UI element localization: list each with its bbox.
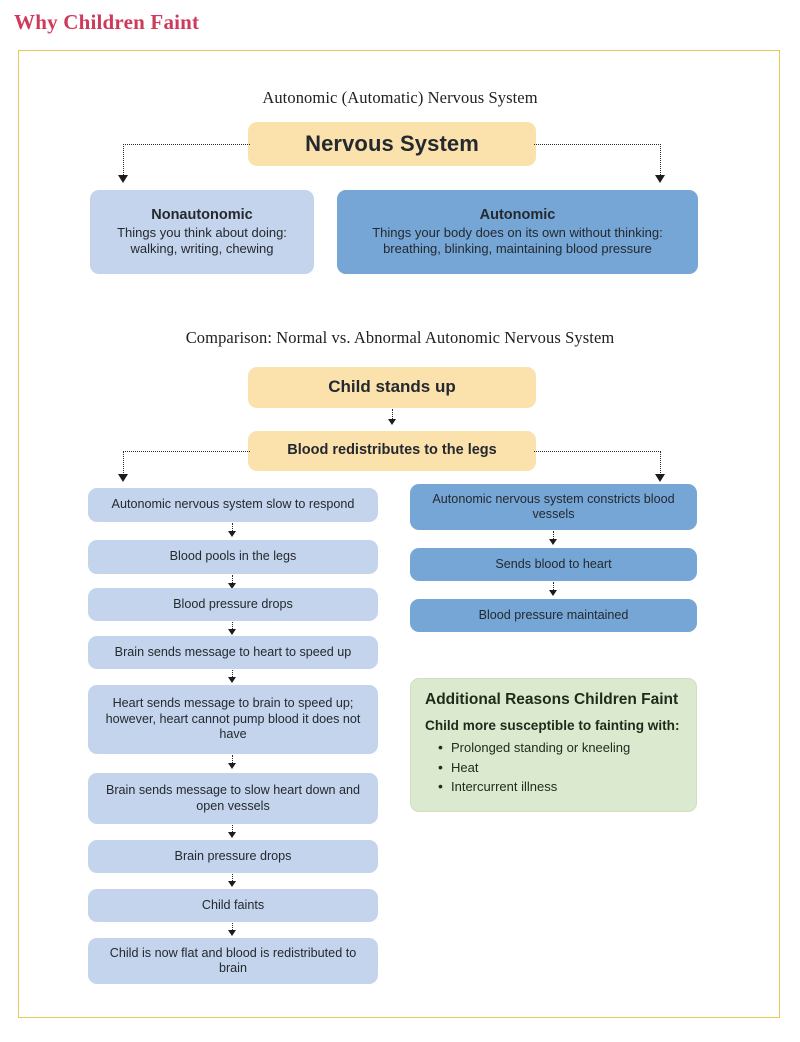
connector-v-left-4 [232, 755, 233, 765]
node-nonautonomic-title: Nonautonomic [151, 206, 253, 223]
connector-v-left-2 [232, 622, 233, 631]
node-nonautonomic-line2: walking, writing, chewing [130, 241, 274, 257]
list-item: Heat [438, 757, 682, 777]
arrowhead-redis-left [117, 474, 128, 482]
flow-left-label-6: Brain pressure drops [174, 848, 292, 863]
arrowhead-left-4 [227, 763, 236, 769]
node-autonomic-title: Autonomic [479, 206, 556, 223]
arrowhead-root-right [654, 175, 665, 183]
connector-v-left-6 [232, 874, 233, 883]
flow-left-label-3: Brain sends message to heart to speed up [114, 644, 352, 659]
flow-left-label-7: Child faints [201, 897, 265, 912]
node-blood-redistributes-label: Blood redistributes to the legs [287, 442, 497, 459]
connector-v-left-7 [232, 923, 233, 932]
connector-h-redis-left [123, 451, 250, 452]
connector-v-left-0 [232, 523, 233, 533]
arrowhead-left-7 [227, 930, 236, 936]
flow-left-label-5: Brain sends message to slow heart down a… [105, 783, 361, 813]
connector-h-root-left [123, 144, 250, 145]
connector-v-root-left [123, 144, 124, 177]
arrowhead-left-6 [227, 881, 236, 887]
flow-left-label-4: Heart sends message to brain to speed up… [105, 696, 361, 742]
flow-left-item-0: Autonomic nervous system slow to respond [88, 488, 378, 522]
flow-right-item-2: Blood pressure maintained [410, 599, 697, 632]
flow-left-item-8: Child is now flat and blood is redistrib… [88, 938, 378, 984]
connector-h-redis-right [534, 451, 661, 452]
connector-v-left-5 [232, 825, 233, 834]
additional-reasons-subtitle: Child more susceptible to fainting with: [425, 718, 680, 733]
connector-v-redis-right [660, 451, 661, 477]
section-heading-comparison: Comparison: Normal vs. Abnormal Autonomi… [185, 328, 615, 347]
connector-v-left-3 [232, 670, 233, 679]
flow-left-item-6: Brain pressure drops [88, 840, 378, 873]
node-nervous-system: Nervous System [248, 122, 536, 166]
connector-v-standsup [392, 409, 393, 421]
connector-v-left-1 [232, 575, 233, 585]
arrowhead-left-2 [227, 629, 236, 635]
arrowhead-left-1 [227, 583, 236, 589]
arrowhead-left-3 [227, 677, 236, 683]
arrowhead-redis-right [654, 474, 665, 482]
flow-left-item-2: Blood pressure drops [88, 588, 378, 621]
flow-left-label-2: Blood pressure drops [173, 596, 293, 611]
page-title: Why Children Faint [14, 10, 200, 34]
flow-right-label-1: Sends blood to heart [495, 556, 612, 571]
arrowhead-standsup [387, 419, 396, 425]
connector-v-redis-left [123, 451, 124, 477]
arrowhead-left-5 [227, 832, 236, 838]
node-autonomic-line2: breathing, blinking, maintaining blood p… [383, 241, 652, 257]
node-child-stands-up-label: Child stands up [328, 377, 456, 397]
node-nervous-system-label: Nervous System [305, 130, 479, 156]
node-child-stands-up: Child stands up [248, 367, 536, 408]
flow-right-item-1: Sends blood to heart [410, 548, 697, 581]
flow-left-label-1: Blood pools in the legs [169, 549, 297, 564]
arrowhead-root-left [117, 175, 128, 183]
connector-v-right-1 [553, 582, 554, 592]
flow-left-item-5: Brain sends message to slow heart down a… [88, 773, 378, 824]
flow-left-label-0: Autonomic nervous system slow to respond [111, 497, 355, 512]
additional-reasons-box: Additional Reasons Children Faint Child … [410, 678, 697, 812]
flow-left-item-3: Brain sends message to heart to speed up [88, 636, 378, 669]
flow-left-item-4: Heart sends message to brain to speed up… [88, 685, 378, 754]
arrowhead-left-0 [227, 531, 236, 537]
list-item: Prolonged standing or kneeling [438, 737, 682, 757]
node-nonautonomic: Nonautonomic Things you think about doin… [90, 190, 314, 274]
connector-v-right-0 [553, 531, 554, 541]
arrowhead-right-0 [548, 539, 557, 545]
flow-right-item-0: Autonomic nervous system constricts bloo… [410, 484, 697, 530]
flow-right-label-2: Blood pressure maintained [478, 607, 629, 622]
flow-left-item-7: Child faints [88, 889, 378, 922]
list-item: Intercurrent illness [438, 776, 682, 796]
connector-h-root-right [534, 144, 661, 145]
node-autonomic-line1: Things your body does on its own without… [372, 225, 663, 241]
section-heading-autonomic: Autonomic (Automatic) Nervous System [262, 88, 538, 107]
flow-left-item-1: Blood pools in the legs [88, 540, 378, 574]
node-blood-redistributes: Blood redistributes to the legs [248, 431, 536, 471]
arrowhead-right-1 [548, 590, 557, 596]
connector-v-root-right [660, 144, 661, 177]
additional-reasons-title: Additional Reasons Children Faint [425, 691, 679, 708]
flow-left-label-8: Child is now flat and blood is redistrib… [109, 945, 357, 975]
node-nonautonomic-line1: Things you think about doing: [117, 225, 287, 241]
node-autonomic: Autonomic Things your body does on its o… [337, 190, 698, 274]
additional-reasons-list: Prolonged standing or kneeling Heat Inte… [425, 737, 682, 796]
flow-right-label-0: Autonomic nervous system constricts bloo… [432, 491, 675, 521]
